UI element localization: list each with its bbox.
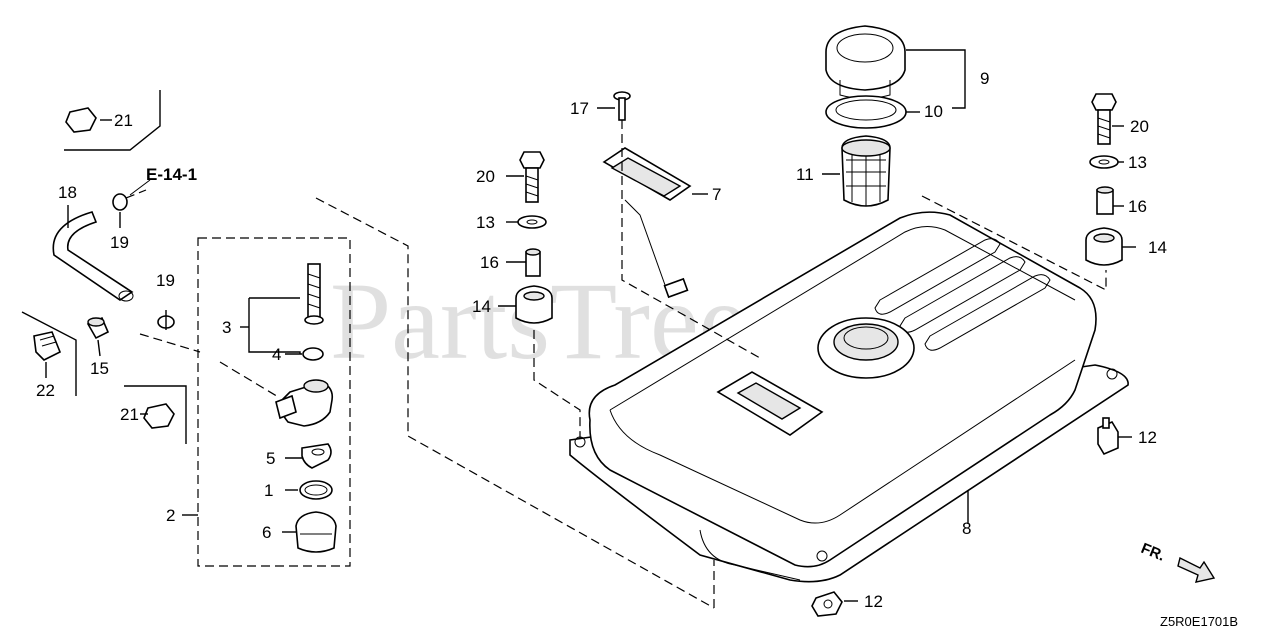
collar-16-left[interactable]	[525, 248, 541, 277]
fuel-gauge[interactable]	[602, 147, 692, 299]
joint-22[interactable]	[33, 331, 62, 361]
clip-21-top[interactable]	[65, 107, 97, 133]
callout-11[interactable]: 11	[796, 165, 814, 184]
washer-4[interactable]	[302, 347, 324, 361]
callout-21-lower[interactable]: 21	[120, 405, 139, 424]
callout-6[interactable]: 6	[262, 523, 271, 542]
bolt-20-right[interactable]	[1091, 93, 1117, 145]
cushion-14-right[interactable]	[1085, 227, 1123, 266]
leader-lines	[21, 49, 1136, 602]
nut-12-right[interactable]	[1097, 417, 1119, 456]
callout-15[interactable]: 15	[90, 359, 109, 378]
screw-17[interactable]	[613, 91, 631, 121]
callout-16-left[interactable]: 16	[480, 253, 499, 272]
cushion-14-left[interactable]	[515, 285, 553, 324]
fuel-strainer[interactable]	[841, 135, 891, 207]
fuel-tank[interactable]	[569, 211, 1129, 583]
callout-13-right[interactable]: 13	[1128, 153, 1147, 172]
reference-arrow	[129, 179, 151, 196]
callout-14-right[interactable]: 14	[1148, 238, 1167, 257]
fuel-filler-cap[interactable]	[825, 25, 906, 99]
front-arrow: FR.	[1139, 540, 1216, 583]
cup-6[interactable]	[295, 511, 337, 553]
fuel-cock-box	[197, 237, 351, 567]
diagram-code: Z5R0E1701B	[1160, 614, 1238, 629]
callout-labels: 1 2 3 4 5 6 7 8 9 10 11 12 12 13 13 14 1…	[36, 69, 1167, 611]
washer-13-right[interactable]	[1089, 155, 1119, 169]
callout-8[interactable]: 8	[962, 519, 971, 538]
callout-10[interactable]: 10	[924, 102, 943, 121]
callout-12-bottom[interactable]: 12	[864, 592, 883, 611]
callout-22[interactable]: 22	[36, 381, 55, 400]
callout-12-right[interactable]: 12	[1138, 428, 1157, 447]
washer-13-left[interactable]	[517, 215, 547, 229]
callout-7[interactable]: 7	[712, 185, 721, 204]
fuel-hose-18[interactable]	[52, 211, 134, 302]
callout-1[interactable]: 1	[264, 481, 273, 500]
screw-3[interactable]	[304, 263, 324, 325]
callout-13-left[interactable]: 13	[476, 213, 495, 232]
callout-5[interactable]: 5	[266, 449, 275, 468]
bolt-20-left[interactable]	[519, 151, 545, 203]
front-marker: FR.	[1139, 540, 1168, 565]
callout-17[interactable]: 17	[570, 99, 589, 118]
callout-21-top[interactable]: 21	[114, 111, 133, 130]
callout-20-left[interactable]: 20	[476, 167, 495, 186]
callout-14-left[interactable]: 14	[472, 297, 491, 316]
fuel-cock-body[interactable]	[275, 379, 334, 427]
clip-21-lower[interactable]	[143, 403, 175, 429]
filter-cup-5[interactable]	[301, 443, 332, 469]
o-ring-1[interactable]	[299, 480, 333, 500]
callout-20-right[interactable]: 20	[1130, 117, 1149, 136]
collar-16-right[interactable]	[1096, 186, 1114, 215]
fitting-15[interactable]	[86, 316, 110, 340]
callout-4[interactable]: 4	[272, 345, 281, 364]
callout-16-right[interactable]: 16	[1128, 197, 1147, 216]
callout-18[interactable]: 18	[58, 183, 77, 202]
callout-19-lower[interactable]: 19	[156, 271, 175, 290]
cap-gasket[interactable]	[825, 95, 907, 129]
section-reference: E-14-1	[146, 165, 197, 184]
callout-3[interactable]: 3	[222, 318, 231, 337]
callout-19-top[interactable]: 19	[110, 233, 129, 252]
callout-9[interactable]: 9	[980, 69, 989, 88]
callout-2[interactable]: 2	[166, 506, 175, 525]
clip-19-top[interactable]	[112, 193, 128, 211]
nut-12-bottom[interactable]	[811, 591, 843, 617]
guide-lines	[125, 120, 1107, 609]
